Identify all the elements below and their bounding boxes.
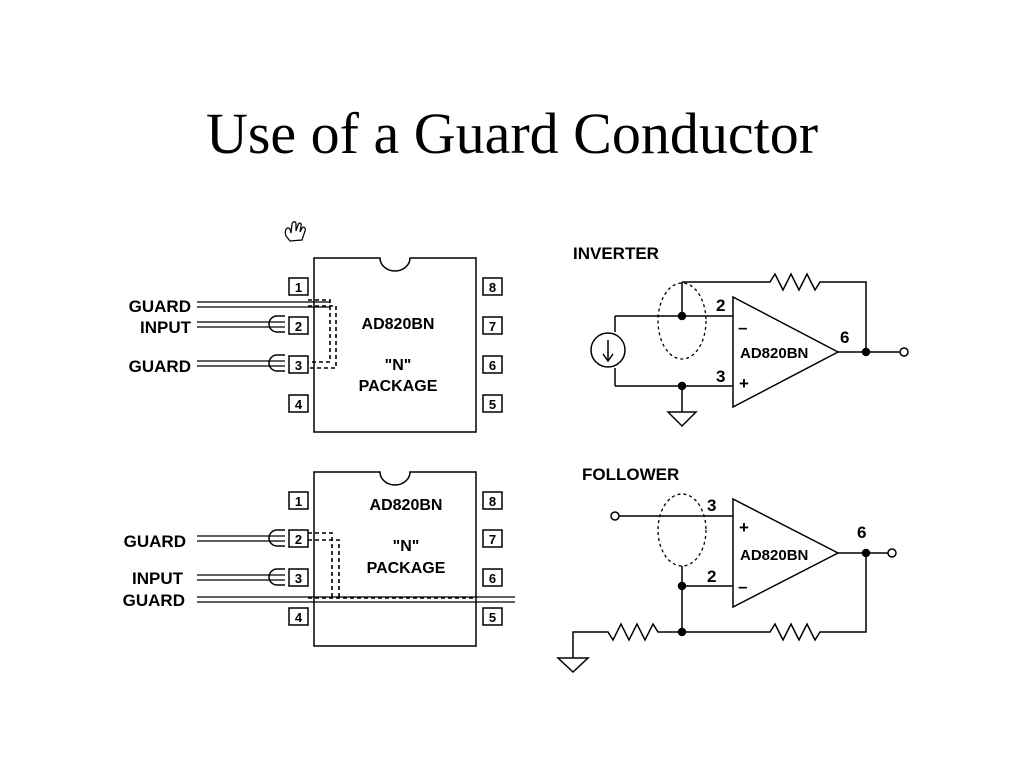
- bottom-ic-body: [313, 471, 477, 647]
- follower-pin-inv: 2: [707, 567, 716, 586]
- follower-guard-ring: [657, 493, 707, 567]
- bottom-guard-lower-label: GUARD: [123, 591, 185, 610]
- bottom-pin-4: 4: [295, 610, 303, 625]
- top-package-diagram: [197, 257, 503, 433]
- bottom-package-line2: PACKAGE: [367, 560, 446, 577]
- top-guard-ring: [308, 299, 337, 369]
- top-pin-1: 1: [295, 280, 302, 295]
- hand-cursor-icon: [284, 221, 306, 242]
- bottom-pin-2: 2: [295, 532, 302, 547]
- bottom-pin-1: 1: [295, 494, 302, 509]
- bottom-guard-ring: [308, 532, 476, 599]
- current-source-symbol: [590, 332, 626, 368]
- bottom-pin-box-3: [288, 568, 309, 587]
- top-ic-body: [313, 257, 477, 433]
- follower-pin-out: 6: [857, 523, 866, 542]
- bottom-pin-box-7: [482, 529, 503, 548]
- follower-plus: +: [739, 518, 749, 537]
- bottom-pin-box-5: [482, 607, 503, 626]
- bottom-pin-5: 5: [489, 610, 496, 625]
- top-pin-5: 5: [489, 397, 496, 412]
- follower-ground-icon: [556, 657, 590, 674]
- bottom-package-diagram: [197, 471, 515, 647]
- bottom-pin-box-2: [288, 529, 309, 548]
- bottom-input-label: INPUT: [132, 569, 184, 588]
- top-guard-lower-label: GUARD: [129, 357, 191, 376]
- bottom-pin-box-8: [482, 491, 503, 510]
- slide-title: Use of a Guard Conductor: [205, 101, 819, 166]
- top-pin-box-8: [482, 277, 503, 296]
- follower-ground-resistor: [572, 622, 682, 658]
- top-pin-box-6: [482, 355, 503, 374]
- feedback-resistor: [682, 272, 867, 352]
- top-pin-7: 7: [489, 319, 496, 334]
- follower-title: FOLLOWER: [582, 465, 679, 484]
- inverter-opamp-label: AD820BN: [740, 345, 808, 362]
- inverter-pin-out: 6: [840, 328, 849, 347]
- top-pin-box-3: [288, 355, 309, 374]
- inverter-minus: –: [738, 318, 747, 337]
- top-pin-box-4: [288, 394, 309, 413]
- bottom-pin-8: 8: [489, 494, 496, 509]
- top-pin-8: 8: [489, 280, 496, 295]
- top-part-label: AD820BN: [362, 316, 435, 333]
- inverter-title: INVERTER: [573, 244, 659, 263]
- inverter-plus: +: [739, 374, 749, 393]
- bottom-guard-upper-label: GUARD: [124, 532, 186, 551]
- follower-circuit: [556, 493, 897, 674]
- bottom-pin-box-1: [288, 491, 309, 510]
- top-pin-box-2: [288, 316, 309, 335]
- top-pin-6: 6: [489, 358, 496, 373]
- bottom-pin-3: 3: [295, 571, 302, 586]
- top-pin-box-5: [482, 394, 503, 413]
- inverter-pin-inv: 2: [716, 296, 725, 315]
- inverter-ground-icon: [666, 411, 698, 428]
- bottom-package-line1: "N": [393, 538, 420, 555]
- top-pin-box-1: [288, 277, 309, 296]
- top-pin-4: 4: [295, 397, 303, 412]
- follower-feedback-resistor: [682, 553, 867, 642]
- bottom-pin-7: 7: [489, 532, 496, 547]
- inverter-guard-ring: [657, 282, 707, 360]
- top-pin-3: 3: [295, 358, 302, 373]
- top-pin-2: 2: [295, 319, 302, 334]
- top-package-line1: "N": [385, 357, 412, 374]
- top-pin-box-7: [482, 316, 503, 335]
- inverter-opamp-triangle: [732, 295, 840, 409]
- bottom-pin-box-4: [288, 607, 309, 626]
- bottom-pin-box-6: [482, 568, 503, 587]
- top-input-label: INPUT: [140, 318, 192, 337]
- bottom-part-label: AD820BN: [370, 497, 443, 514]
- inverter-circuit: [590, 272, 909, 428]
- follower-opamp-label: AD820BN: [740, 547, 808, 564]
- follower-minus: –: [738, 577, 747, 596]
- inverter-pin-noninv: 3: [716, 367, 725, 386]
- follower-opamp-triangle: [732, 497, 840, 609]
- top-guard-upper-label: GUARD: [129, 297, 191, 316]
- follower-pin-noninv: 3: [707, 496, 716, 515]
- top-package-line2: PACKAGE: [359, 378, 438, 395]
- bottom-pin-6: 6: [489, 571, 496, 586]
